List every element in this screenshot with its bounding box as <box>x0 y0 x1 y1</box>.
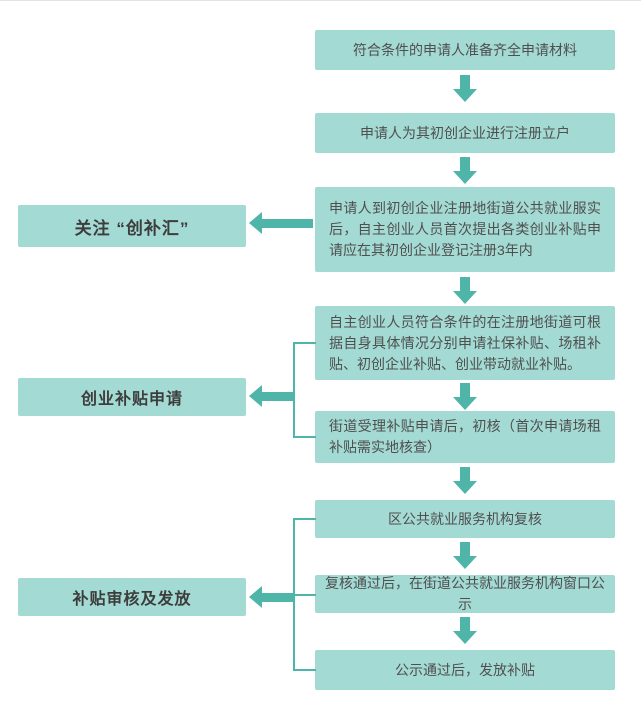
flow-step-register-company: 申请人为其初创企业进行注册立户 <box>315 113 615 153</box>
arrow-down-icon <box>453 157 477 184</box>
flow-step-district-review: 区公共就业服务机构复核 <box>315 500 615 538</box>
stage-label-review-and-disbursement: 补贴审核及发放 <box>18 578 246 616</box>
arrow-left-icon <box>249 385 294 407</box>
flow-step-prepare-materials: 符合条件的申请人准备齐全申请材料 <box>315 30 615 70</box>
stage-label-subsidy-application: 创业补贴申请 <box>18 378 246 416</box>
arrow-down-icon <box>453 277 477 304</box>
connector-line <box>293 594 316 596</box>
stage-label-follow-chuangbuhui: 关注 “创补汇” <box>18 205 246 247</box>
flow-step-public-notice: 复核通过后，在街道公共就业服务机构窗口公示 <box>315 575 615 613</box>
flow-step-street-initial-check: 街道受理补贴申请后，初核（首次申请场租补贴需实地核查） <box>315 411 615 463</box>
flow-step-disburse-subsidy: 公示通过后，发放补贴 <box>315 650 615 690</box>
arrow-down-icon <box>453 75 477 102</box>
connector-line <box>293 436 316 438</box>
arrow-down-icon <box>453 617 477 644</box>
arrow-left-icon <box>249 212 313 234</box>
connector-line <box>293 669 316 671</box>
arrow-down-icon <box>453 542 477 569</box>
connector-line <box>293 342 295 438</box>
arrow-left-icon <box>249 586 294 608</box>
arrow-down-icon <box>453 467 477 494</box>
flow-step-registration-window: 申请人到初创企业注册地街道公共就业服实后，自主创业人员首次提出各类创业补贴申请应… <box>315 187 615 272</box>
connector-line <box>293 342 316 344</box>
arrow-down-icon <box>453 383 477 410</box>
connector-line <box>293 518 316 520</box>
flow-step-apply-subsidies: 自主创业人员符合条件的在注册地街道可根据自身具体情况分别申请社保补贴、场租补贴、… <box>315 306 615 380</box>
